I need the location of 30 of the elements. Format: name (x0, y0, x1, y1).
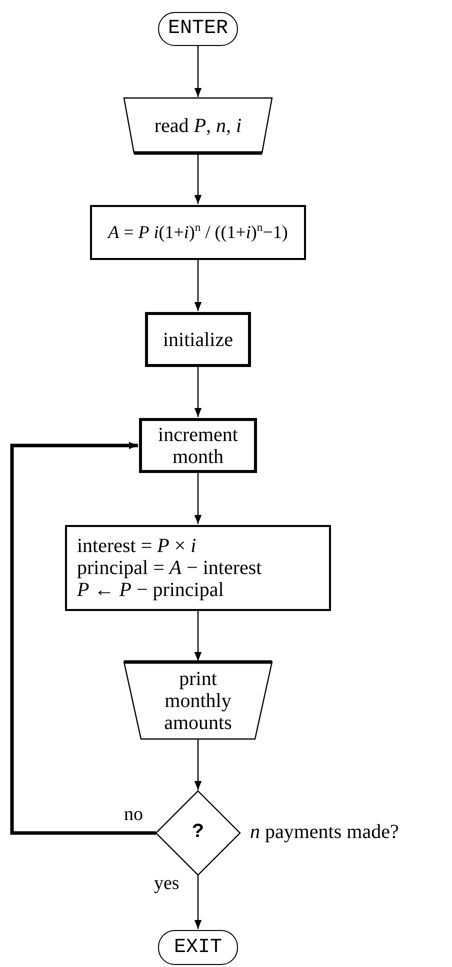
process-box (65, 525, 331, 611)
arrow (194, 367, 202, 417)
arrow (194, 739, 202, 790)
terminal-pill (158, 12, 238, 46)
node-label: EXIT (174, 936, 222, 958)
input-trapezoid (124, 98, 272, 153)
arrow (194, 153, 202, 204)
terminal-pill (158, 930, 238, 965)
node-text: interest = P × i (77, 535, 196, 557)
process-box (90, 205, 306, 260)
process-box (145, 312, 251, 367)
arrow (194, 611, 202, 661)
node-text: read P, n, i (154, 114, 242, 136)
node-label: ENTER (168, 18, 228, 40)
process-box (139, 418, 257, 473)
node-text: P ← P − principal (77, 579, 224, 601)
node-text: principal = A − interest (77, 557, 262, 579)
arrow (194, 875, 202, 929)
output-trapezoid (124, 662, 272, 739)
node-label: ? (192, 822, 204, 844)
node-text: print monthly amounts (163, 668, 233, 734)
node-text: initialize (163, 328, 233, 350)
node-text: increment month (157, 424, 239, 468)
arrow (10, 442, 156, 835)
node-text: A = P i(1+i)$^{n}$ / ((1+i)$^{n}$−1) (108, 222, 288, 243)
arrow (194, 260, 202, 311)
decision-diamond (156, 791, 240, 875)
question-text: n payments made? (250, 821, 399, 844)
arrow (194, 46, 202, 97)
arrow (194, 473, 202, 524)
